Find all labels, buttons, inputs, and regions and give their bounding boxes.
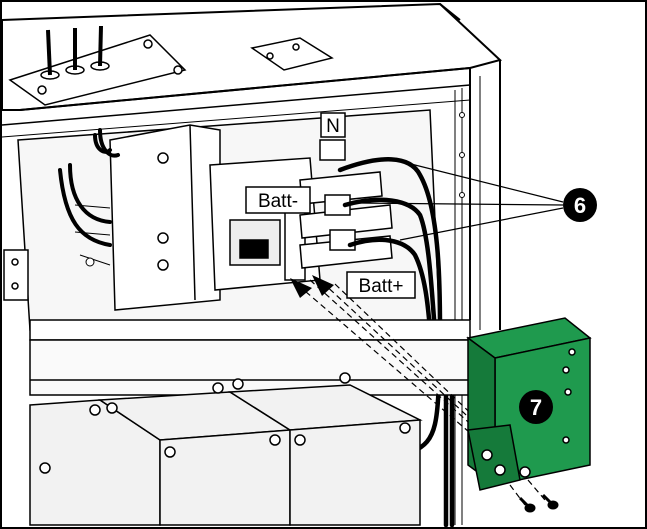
label-battery-negative: Batt- xyxy=(245,186,311,214)
green-cover xyxy=(466,317,592,491)
label-neutral-text: N xyxy=(326,116,340,137)
screws xyxy=(518,493,559,513)
callout-leaders xyxy=(357,159,564,241)
side-rails xyxy=(454,76,481,525)
insertion-arrows xyxy=(290,275,334,298)
label-battery-positive-text: Batt+ xyxy=(359,276,404,297)
label-battery-positive: Batt+ xyxy=(346,271,416,299)
mounting-bracket xyxy=(109,124,221,311)
top-gland-plate xyxy=(8,25,187,106)
battery-modules xyxy=(29,372,423,526)
left-rails xyxy=(74,204,111,267)
callout-6: 6 xyxy=(563,188,597,222)
top-cover-plate xyxy=(250,37,334,71)
callout-6-number: 6 xyxy=(574,193,586,218)
label-neutral: N xyxy=(320,112,346,138)
label-battery-negative-text: Batt- xyxy=(258,191,298,212)
callout-7-number: 7 xyxy=(530,395,542,420)
battery-shelf xyxy=(29,319,471,396)
left-bracket xyxy=(3,249,29,301)
callout-7: 7 xyxy=(519,390,553,424)
